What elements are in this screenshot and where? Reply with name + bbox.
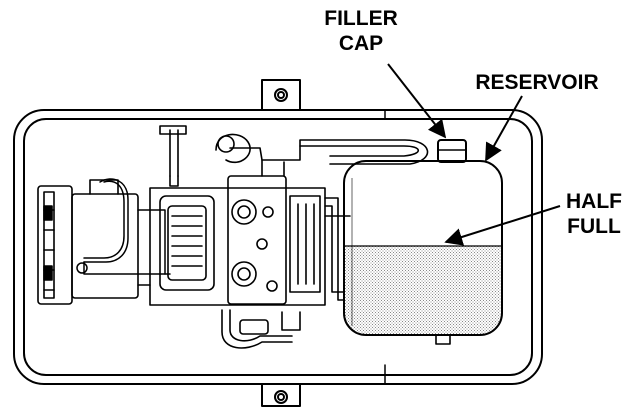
leader-lines	[387, 63, 561, 246]
reservoir-label: RESERVOIR	[475, 71, 599, 94]
filler-cap	[437, 139, 467, 163]
reservoir-arrow	[485, 95, 523, 162]
half-full-label: HALF FULL	[556, 189, 632, 239]
hydraulic-tubing	[159, 125, 429, 349]
half-full-label-line2: FULL	[567, 215, 621, 238]
filler-cap-label-line2: CAP	[338, 32, 384, 55]
electric-motor	[37, 179, 151, 305]
half-full-label-line1: HALF	[566, 190, 622, 213]
hydraulic-fluid	[344, 246, 502, 335]
top-mounting-tab	[261, 79, 301, 111]
half-full-arrow	[444, 205, 561, 246]
filler-cap-label: FILLER CAP	[306, 6, 416, 56]
bottom-mounting-tab	[261, 383, 301, 407]
motor-wiring	[76, 178, 171, 275]
pump-manifold	[149, 175, 326, 306]
filler-cap-arrow	[387, 63, 447, 139]
filler-cap-label-line1: FILLER	[324, 7, 398, 30]
reservoir-body	[343, 160, 503, 336]
mounting-plate	[13, 109, 543, 385]
reservoir-tank	[435, 139, 467, 345]
